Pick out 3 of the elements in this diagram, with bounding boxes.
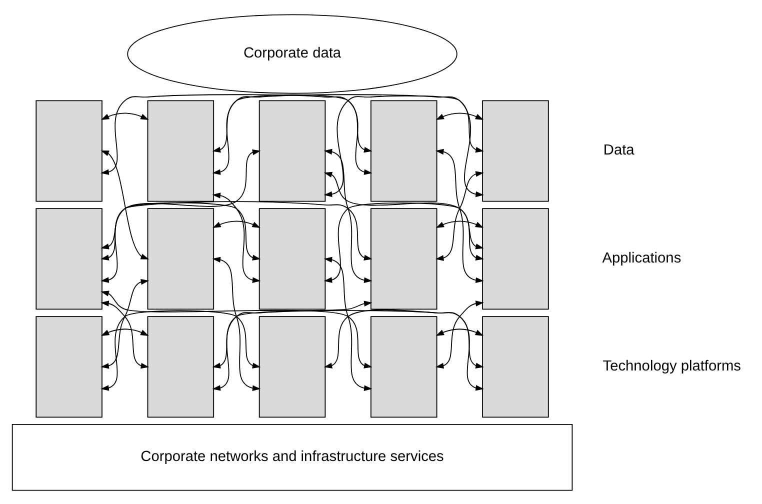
label: Applications: [602, 250, 682, 266]
label: Technology platforms: [602, 358, 741, 374]
label: Data: [603, 142, 634, 158]
